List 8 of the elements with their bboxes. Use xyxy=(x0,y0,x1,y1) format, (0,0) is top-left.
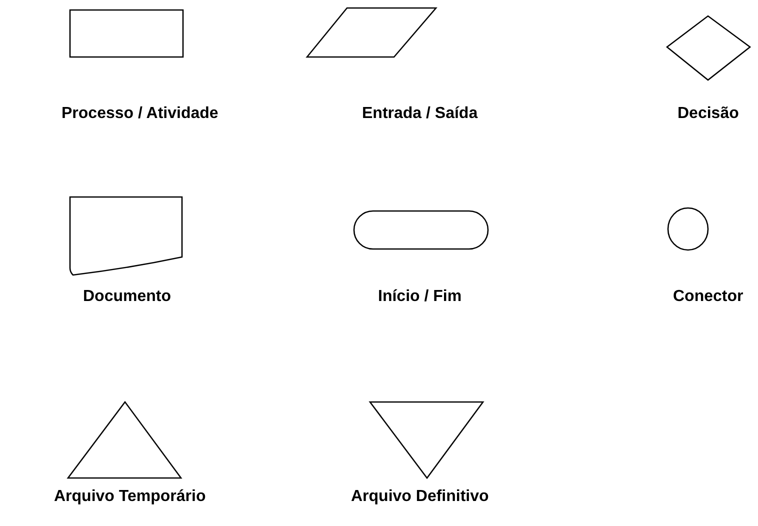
symbol-label: Processo / Atividade xyxy=(62,104,218,124)
symbol-label: Entrada / Saída xyxy=(362,104,478,124)
symbol-label: Arquivo Temporário xyxy=(54,487,206,507)
symbol-label: Arquivo Definitivo xyxy=(351,487,489,507)
symbol-label: Conector xyxy=(673,287,744,307)
symbol-label: Decisão xyxy=(678,104,739,124)
symbol-label: Início / Fim xyxy=(378,287,462,307)
symbol-label: Documento xyxy=(83,287,171,307)
